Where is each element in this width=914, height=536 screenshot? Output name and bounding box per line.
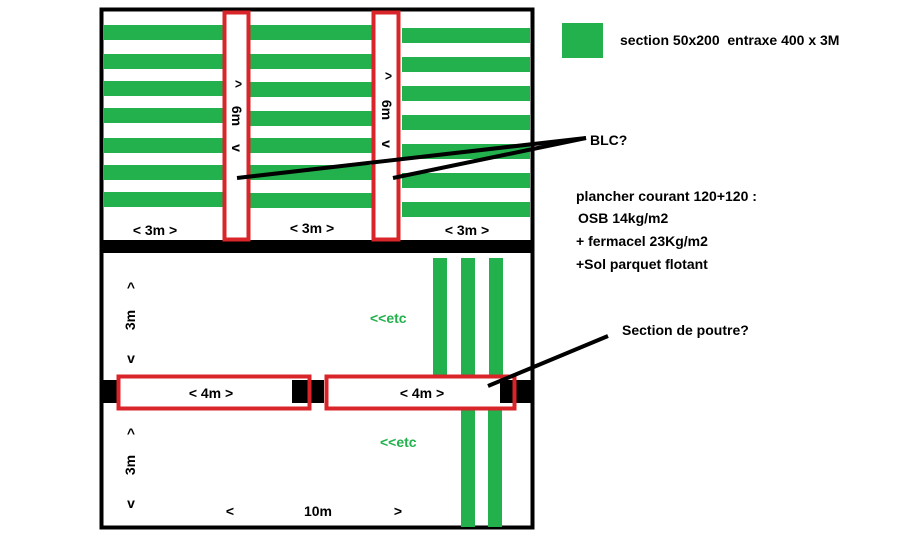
span-3m-label: < 3m > — [290, 220, 334, 236]
joist — [402, 173, 530, 188]
legend-text: section 50x200 entraxe 400 x 3M — [620, 32, 839, 48]
floor-spec-title: plancher courant 120+120 : — [576, 188, 757, 204]
arrow-down-label: v — [379, 140, 395, 148]
joist — [461, 408, 475, 527]
joist — [488, 408, 502, 527]
floor-separator — [100, 240, 534, 253]
joist — [104, 81, 224, 96]
joist — [104, 192, 224, 207]
beam-support — [500, 380, 534, 403]
joist — [104, 25, 224, 40]
beam-support — [100, 380, 118, 403]
blc-pointer-line — [392, 136, 587, 180]
span-3m-vertical-label: 3m — [122, 310, 138, 330]
joist — [402, 86, 530, 101]
beam-pointer-line — [487, 334, 609, 388]
etc-label: <<etc — [380, 434, 417, 450]
beam-right-label: ^ 6m v — [379, 72, 395, 148]
beam-4m-left — [116, 374, 312, 411]
arrow-down-label: v — [127, 495, 135, 511]
joist — [104, 165, 224, 180]
beam-4m-right — [324, 374, 517, 411]
arrow-up-label: ^ — [127, 279, 135, 295]
joist — [402, 57, 530, 72]
beam-span-4m-label: < 4m > — [400, 385, 444, 401]
beam-left-label: ^ 6m v — [229, 80, 245, 152]
beam-span-4m-label: < 4m > — [189, 385, 233, 401]
blc-pointer-line — [236, 136, 587, 180]
floor-spec-layer: OSB 14kg/m2 — [578, 210, 668, 226]
blc-question: BLC? — [590, 132, 627, 148]
lower-joists — [433, 258, 503, 527]
joist — [250, 25, 372, 40]
beam-section-question: Section de poutre? — [622, 322, 749, 338]
joist — [250, 111, 372, 126]
arrow-up-label: ^ — [127, 425, 135, 441]
bottom-left-arrow: < — [226, 503, 234, 519]
span-10m-label: 10m — [304, 503, 332, 519]
joist — [104, 108, 224, 123]
arrow-up-label: ^ — [229, 80, 245, 88]
upper-joists — [104, 25, 530, 217]
joist — [250, 138, 372, 153]
joist — [104, 54, 224, 69]
beam-6m-left — [222, 10, 251, 242]
span-3m-label: < 3m > — [133, 222, 177, 238]
joist — [402, 115, 530, 130]
joist — [250, 193, 372, 208]
joist — [402, 28, 530, 43]
joist — [433, 258, 447, 376]
joist — [461, 258, 475, 376]
etc-label: <<etc — [370, 310, 407, 326]
arrow-up-label: ^ — [379, 72, 395, 80]
joist — [489, 258, 503, 376]
floor-spec-layer: + fermacel 23Kg/m2 — [576, 233, 708, 249]
building-outline — [99, 7, 535, 530]
floor-spec-layer: +Sol parquet flotant — [576, 256, 708, 272]
arrow-down-label: v — [127, 350, 135, 366]
joist — [250, 82, 372, 97]
span-6m-label: 6m — [379, 100, 395, 120]
span-3m-label: < 3m > — [445, 222, 489, 238]
beam-6m-right — [371, 10, 401, 242]
joist — [250, 165, 372, 180]
bottom-right-arrow: > — [394, 503, 402, 519]
span-6m-label: 6m — [229, 106, 245, 126]
joist — [402, 202, 530, 217]
legend-swatch — [562, 23, 603, 58]
arrow-down-label: v — [229, 144, 245, 152]
joist — [104, 138, 224, 153]
joist — [250, 54, 372, 69]
span-3m-vertical-label: 3m — [122, 455, 138, 475]
